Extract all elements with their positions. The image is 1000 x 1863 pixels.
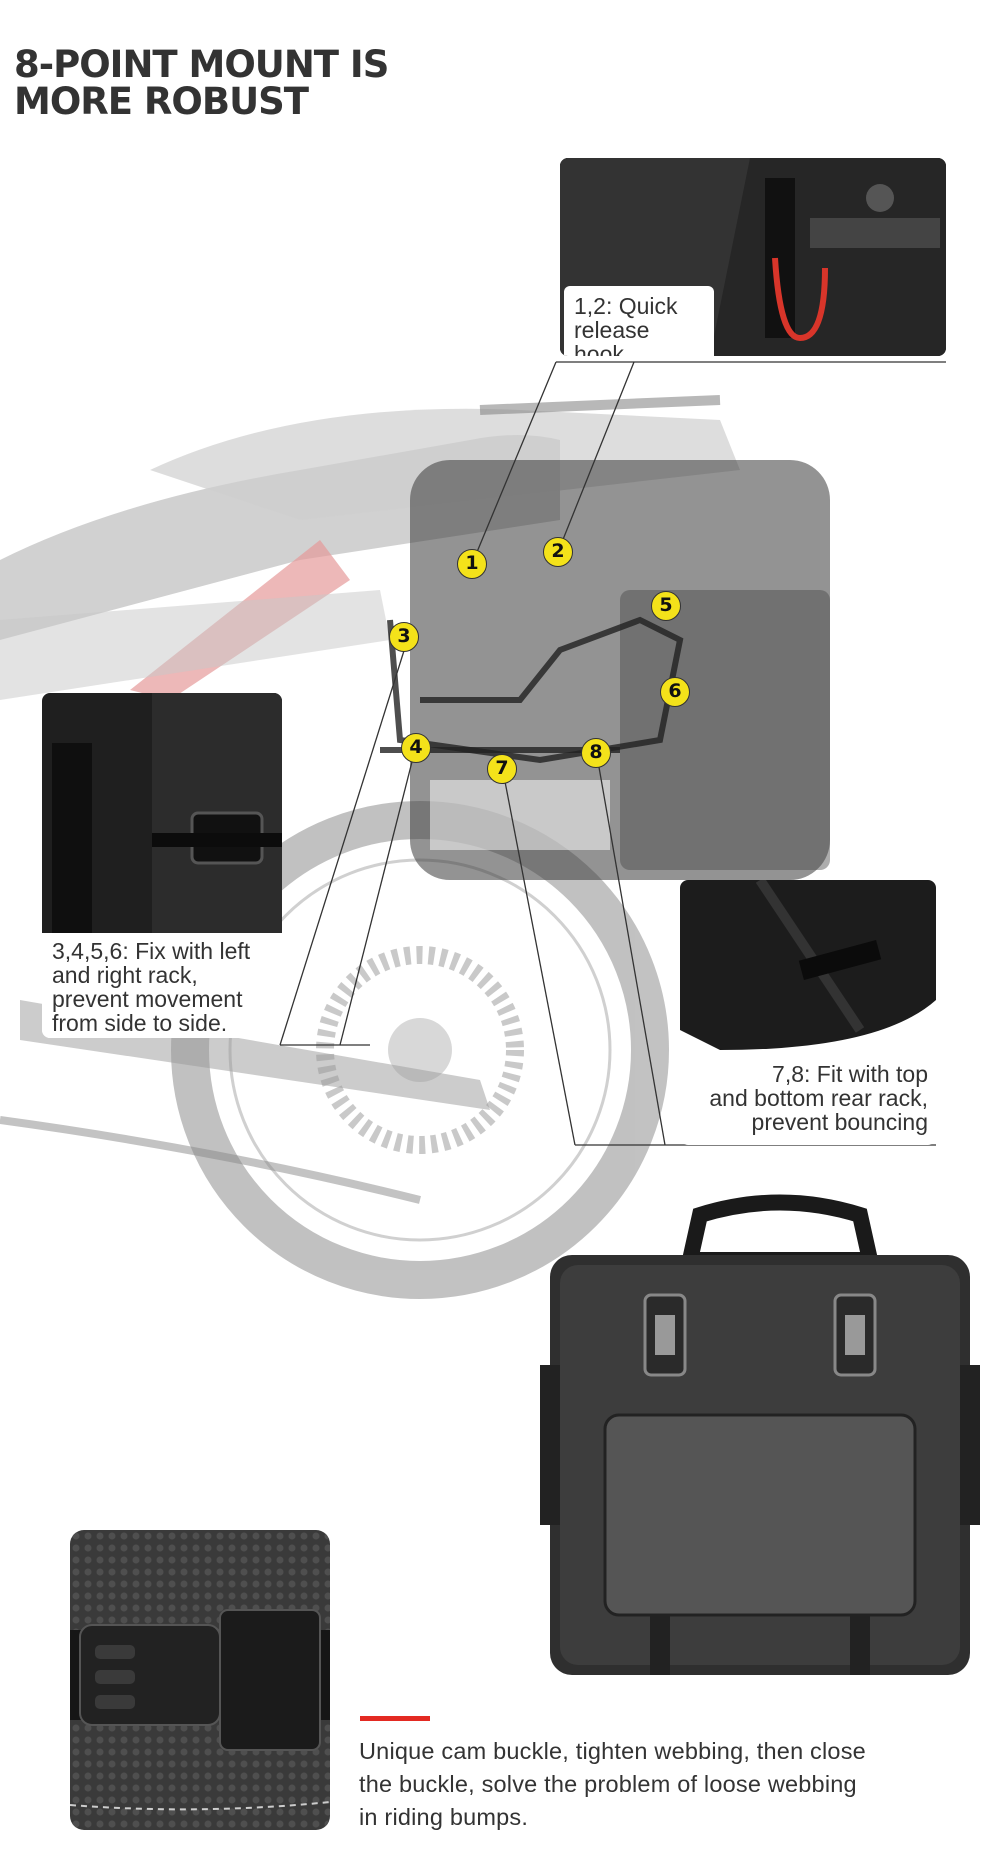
description-line-3: in riding bumps. <box>359 1804 529 1830</box>
page-title: 8-POINT MOUNT IS MORE ROBUST <box>14 43 389 123</box>
side-rack-line-2: and right rack, <box>52 962 198 988</box>
rear-rack-callout: 7,8: Fit with top and bottom rear rack, … <box>680 1058 936 1138</box>
side-rack-callout: 3,4,5,6: Fix with left and right rack, p… <box>42 933 282 1038</box>
mount-point-5-marker: 5 <box>651 591 681 621</box>
quick-release-line-1: 1,2: Quick <box>574 293 678 319</box>
rear-rack-line-2: and bottom rear rack, <box>709 1085 928 1111</box>
cam-buckle-description: Unique cam buckle, tighten webbing, then… <box>359 1735 919 1834</box>
side-rack <box>387 616 684 764</box>
mount-point-6-marker: 6 <box>660 677 690 707</box>
side-rack-line-3: prevent movement <box>52 986 243 1012</box>
exhaust <box>0 590 390 700</box>
rear-rack-inset: 7,8: Fit with top and bottom rear rack, … <box>680 880 936 1145</box>
quick-release-hook-inset: 1,2: Quick release hook <box>560 158 946 356</box>
accent-divider <box>360 1716 430 1721</box>
leader-lines <box>279 361 946 1146</box>
mount-point-1-marker: 1 <box>457 549 487 579</box>
top-rack <box>479 395 721 415</box>
side-rack-line-4: from side to side. <box>52 1010 228 1036</box>
title-line-1: 8-POINT MOUNT IS <box>14 43 389 86</box>
rear-rack-photo <box>680 880 936 1050</box>
chain <box>0 1116 421 1204</box>
title-line-2: MORE ROBUST <box>14 80 309 123</box>
description-line-1: Unique cam buckle, tighten webbing, then… <box>359 1738 866 1764</box>
rear-rack-line-1: 7,8: Fit with top <box>772 1061 928 1087</box>
rear-rack-line-3: prevent bouncing <box>751 1109 928 1135</box>
cam-buckle-photo <box>70 1530 330 1830</box>
quick-release-line-2: release hook <box>574 317 650 356</box>
quick-release-hook-callout: 1,2: Quick release hook <box>564 286 714 356</box>
mount-point-8-marker: 8 <box>581 738 611 768</box>
side-rack-line-1: 3,4,5,6: Fix with left <box>52 938 251 964</box>
side-rack-buckle-inset: 3,4,5,6: Fix with left and right rack, p… <box>42 693 282 1038</box>
mount-point-2-marker: 2 <box>543 537 573 567</box>
mount-point-3-marker: 3 <box>389 622 419 652</box>
mount-point-7-marker: 7 <box>487 754 517 784</box>
pannier-bag-product <box>540 1194 980 1675</box>
mount-point-4-marker: 4 <box>401 733 431 763</box>
side-rack-buckle-photo <box>42 693 282 933</box>
description-line-2: the buckle, solve the problem of loose w… <box>359 1771 857 1797</box>
